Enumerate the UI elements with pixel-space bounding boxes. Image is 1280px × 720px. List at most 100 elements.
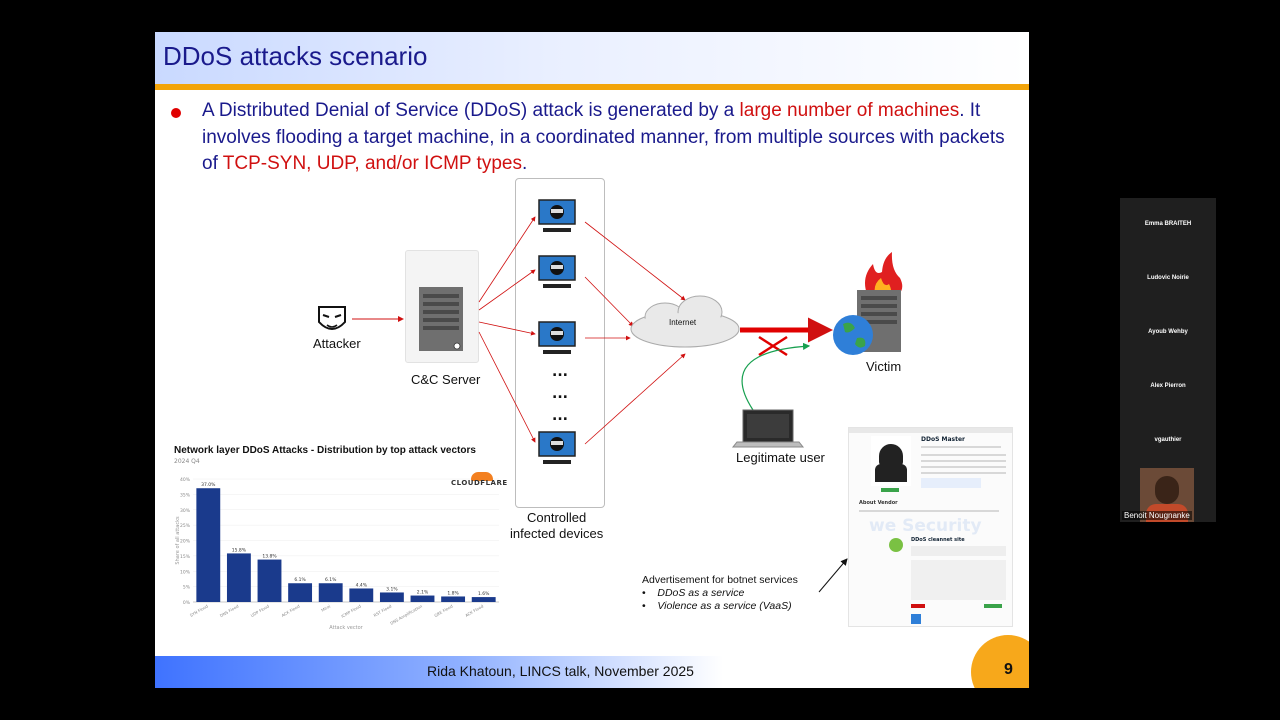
chart-category-label: ACK Flood <box>281 603 301 618</box>
controlled-devices-label-1: Controlled <box>527 510 587 525</box>
internet-label: Internet <box>669 318 697 327</box>
chart-y-tick: 35% <box>180 492 191 498</box>
botnet-ad-screenshot: DDoS Master About Vendor we Security DDo… <box>848 427 1013 627</box>
chart-bar <box>196 488 221 602</box>
chart-y-tick: 40% <box>180 477 191 483</box>
chart-category-label: ACK Flood <box>464 603 484 618</box>
chart-y-tick: 0% <box>183 600 191 606</box>
bullet-part1: A Distributed Denial of Service (DDoS) a… <box>202 100 740 121</box>
chart-y-tick: 25% <box>180 523 191 529</box>
chart-y-tick: 15% <box>180 554 191 560</box>
page-number: 9 <box>1004 661 1013 678</box>
ad-caption: Advertisement for botnet services • DDoS… <box>642 574 798 613</box>
chart-category-label: GRE Flood <box>433 603 454 618</box>
attacker-mask-icon <box>318 306 346 330</box>
chart-value-label: 13.8% <box>262 554 277 560</box>
chart-bar <box>257 559 282 602</box>
footer-text: Rida Khatoun, LINCS talk, November 2025 <box>427 663 694 679</box>
attacker-label: Attacker <box>313 336 361 351</box>
bullet-text: A Distributed Denial of Service (DDoS) a… <box>202 98 1022 178</box>
bullet-part2: . It involves flooding a target machine,… <box>202 100 1005 174</box>
cc-server-label: C&C Server <box>411 372 481 387</box>
chart-y-axis-label: Share of all attacks <box>175 516 181 565</box>
chart-y-tick: 30% <box>180 508 191 514</box>
bullet-highlight-packets: TCP-SYN, UDP, and/or ICMP types <box>222 153 522 174</box>
chart-value-label: 15.8% <box>232 547 247 553</box>
controlled-devices-label-2: infected devices <box>510 526 604 541</box>
ellipsis-2: ... <box>552 386 568 402</box>
chart-bar <box>410 595 435 602</box>
internet-cloud-icon <box>630 295 740 348</box>
speaker-name-label: Benoit Nougnanke <box>1122 511 1192 520</box>
ad-heading: Advertisement for botnet services <box>642 574 798 586</box>
ellipsis-3: ... <box>552 408 568 424</box>
chart-x-axis-label: Attack vector <box>329 625 363 631</box>
bot-computer-icon-2 <box>538 255 576 288</box>
chart-y-tick: 20% <box>180 539 191 545</box>
speaker-avatar <box>1155 476 1179 504</box>
ad-item-1: • DDoS as a service <box>642 587 745 599</box>
chart-value-label: 6.1% <box>294 577 306 583</box>
title-rule <box>155 84 1029 90</box>
chart-value-label: 6.1% <box>325 577 337 583</box>
cloudflare-logo-icon <box>471 472 493 481</box>
participants-panel: Emma BRAITEH Ludovic Noirie Ayoub Wehby … <box>1120 198 1216 522</box>
chart-value-label: 1.8% <box>447 590 459 596</box>
chart-bar <box>379 592 404 602</box>
chart-value-label: 3.1% <box>386 586 398 592</box>
chart-y-tick: 5% <box>183 585 191 591</box>
ddos-badge-icon <box>889 538 903 552</box>
chart-category-label: UDP Flood <box>250 603 271 618</box>
attack-vectors-chart: 0% 5% 10% 15% 20% 25% 30% 35% 40% 37.0% SYN Flood 1… <box>175 477 499 631</box>
laptop-icon <box>731 409 805 448</box>
bot-computer-icon-4 <box>538 431 576 464</box>
chart-value-label: 37.0% <box>201 482 216 488</box>
slide-title: DDoS attacks scenario <box>163 41 428 71</box>
chart-category-label: Mirai <box>320 604 331 613</box>
bot-computer-icon-3 <box>538 321 576 354</box>
blocked-x-icon <box>758 335 788 357</box>
ad-screenshot-title: DDoS Master <box>921 436 965 443</box>
hacker-icon <box>871 436 911 486</box>
participant-name-2[interactable]: Ludovic Noirie <box>1147 275 1189 281</box>
ad-screenshot-watermark: we Security <box>869 516 982 536</box>
chart-y-tick: 10% <box>180 569 191 575</box>
bullet-dot <box>171 108 181 118</box>
title-bar <box>155 32 1029 84</box>
chart-category-label: SYN Flood <box>189 603 209 618</box>
victim-label: Victim <box>866 359 902 374</box>
chart-category-label: DNS Flood <box>219 603 240 618</box>
ad-screenshot-about: About Vendor <box>859 500 898 506</box>
ellipsis-1: ... <box>552 364 568 380</box>
ad-item-2: • Violence as a service (VaaS) <box>642 600 792 612</box>
ddos-diagram: 0% 5% 10% 15% 20% 25% 30% 35% 40% 37.0% SYN Flood 1… <box>175 199 903 631</box>
footer-rule <box>155 654 1029 656</box>
footer-bar <box>155 656 1029 688</box>
participant-name-3[interactable]: Ayoub Wehby <box>1148 329 1188 335</box>
cloudflare-logo: CLOUDFLARE <box>451 479 508 487</box>
chart-subtitle: 2024 Q4 <box>174 458 200 465</box>
chart-category-label: DNS Amplification <box>389 603 423 626</box>
bullet-highlight-machines: large number of machines <box>739 100 960 121</box>
presentation-slide: DDoS attacks scenario A Distributed Deni… <box>155 32 1029 688</box>
chart-bar <box>441 596 466 602</box>
cc-server-icon <box>419 287 463 351</box>
chart-bar <box>288 583 313 602</box>
chart-value-label: 1.6% <box>478 591 490 597</box>
chart-value-label: 4.4% <box>356 582 368 588</box>
chart-bar <box>318 583 343 602</box>
bot-computer-icon-1 <box>538 199 576 232</box>
infected-devices-box <box>515 178 605 508</box>
chart-bar <box>226 553 251 602</box>
chart-title: Network layer DDoS Attacks - Distributio… <box>174 445 476 456</box>
chart-value-label: 2.1% <box>417 590 429 596</box>
participant-name-1[interactable]: Emma BRAITEH <box>1144 221 1192 227</box>
globe-icon <box>833 315 873 355</box>
participant-name-4[interactable]: Alex Pierron <box>1150 383 1186 389</box>
legitimate-user-label: Legitimate user <box>736 450 825 465</box>
ad-screenshot-subtitle: DDoS cleannet site <box>911 537 965 543</box>
chart-bar <box>471 597 496 602</box>
participant-name-5[interactable]: vgauthier <box>1154 437 1182 443</box>
bullet-part3: . <box>521 153 528 174</box>
chart-category-label: RST Flood <box>373 603 393 618</box>
